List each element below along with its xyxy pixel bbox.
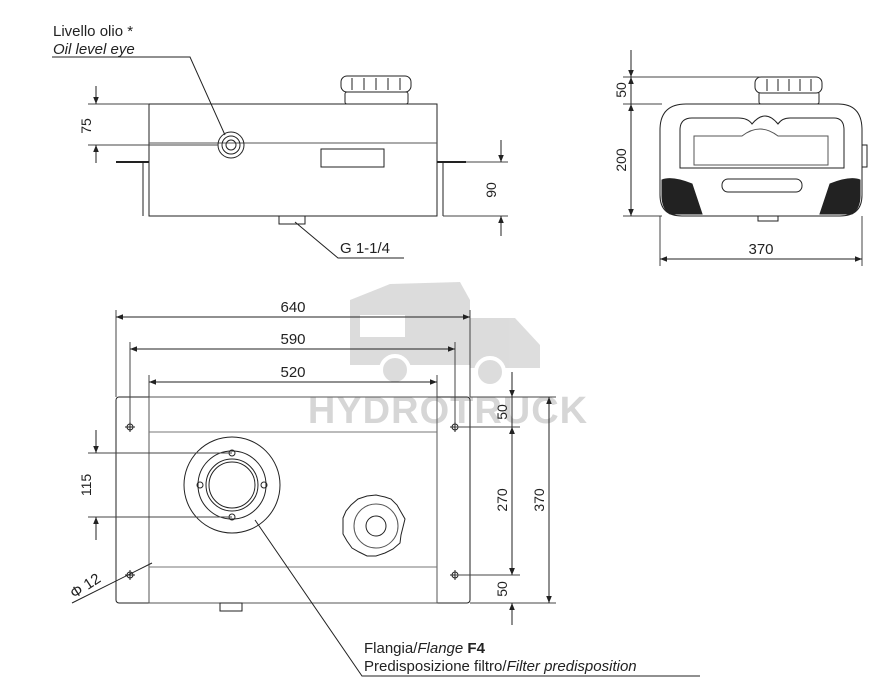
- filter-note: Predisposizione filtro/Filter predisposi…: [364, 658, 637, 675]
- flange-icon: [183, 436, 281, 534]
- filter-note-en: Filter predisposition: [507, 658, 637, 675]
- flange-note: Flangia/Flange F4: [364, 640, 486, 657]
- flange-code: F4: [467, 640, 485, 657]
- tank-body-front: [148, 103, 438, 217]
- filter-note-it: Predisposizione filtro/: [364, 658, 507, 675]
- top-view: [71, 310, 700, 677]
- oil-level-label-en: Oil level eye: [53, 41, 135, 58]
- dim-body-length: 520: [280, 364, 305, 381]
- dim-hole-spacing: 590: [280, 331, 305, 348]
- dim-side-height: 200: [613, 148, 629, 172]
- flange-leader: [254, 519, 700, 677]
- oil-level-label: Livello olio *: [53, 23, 133, 40]
- side-view: [623, 50, 868, 266]
- watermark-text: HYDROTRUCK: [308, 390, 588, 432]
- dim-right-bottom: 50: [494, 581, 510, 597]
- dim-overall-length: 640: [280, 299, 305, 316]
- flange-note-en: Flange: [417, 640, 463, 657]
- dim-base-height: 90: [483, 182, 499, 198]
- oil-level-eye-icon: [217, 131, 245, 159]
- filler-cap-icon: [340, 75, 412, 105]
- dim-right-top: 50: [494, 404, 510, 420]
- dim-side-width: 370: [748, 241, 773, 258]
- name-plate: [320, 148, 385, 168]
- dim-flange-spacing: 115: [78, 474, 94, 497]
- filler-cap-side-icon: [754, 76, 823, 105]
- watermark-logo: HYDROTRUCK: [308, 282, 588, 432]
- port-top: [219, 602, 243, 612]
- filler-cap-top-icon: [342, 494, 406, 557]
- hole-dia-leader: [71, 562, 153, 604]
- dim-eye-height: 75: [78, 118, 94, 134]
- port-leader: [294, 221, 404, 259]
- mounting-hole-icons: [125, 422, 460, 580]
- oil-level-leader: [52, 56, 226, 136]
- port-label: G 1-1/4: [340, 240, 390, 257]
- front-view: [52, 56, 508, 259]
- truck-icon: [350, 282, 540, 388]
- dim-hole-diameter: Φ 12: [67, 570, 104, 602]
- dim-right-mid: 270: [494, 488, 510, 512]
- dim-cap: 50: [613, 82, 629, 98]
- dim-right-total: 370: [531, 488, 547, 512]
- drain-port: [278, 215, 306, 225]
- flange-note-it: Flangia/: [364, 640, 418, 657]
